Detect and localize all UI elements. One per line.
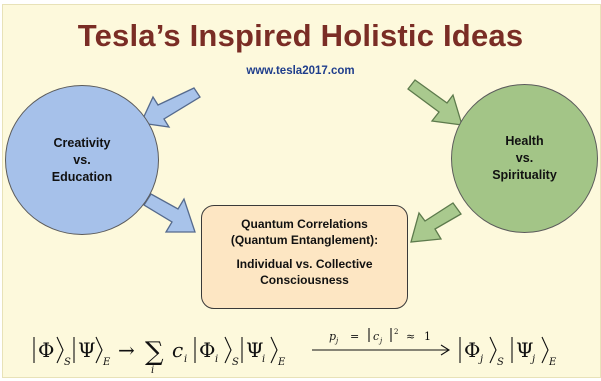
formula-phi-1: Φ xyxy=(38,338,54,362)
formula-ket-strokes xyxy=(33,328,549,364)
formula-equals: = xyxy=(350,330,359,343)
website-url: www.tesla2017.com xyxy=(246,65,355,77)
formula-sub-e-1: E xyxy=(102,357,111,368)
center-box-line2: (Quantum Entanglement): xyxy=(230,233,379,247)
formula-prob-c-sub-j: j xyxy=(378,337,383,345)
center-box-line3: Individual vs. Collective xyxy=(236,257,373,271)
formula-psi-3: Ψ xyxy=(516,338,534,362)
formula-approx: ≈ xyxy=(406,330,415,343)
formula-psi-1: Ψ xyxy=(78,338,96,362)
arrow-icon-top-left xyxy=(140,87,201,128)
formula-phi-3-sub-j: j xyxy=(478,354,483,365)
center-box-line1: Quantum Correlations xyxy=(241,217,368,231)
formula-phi-2-sub-i: i xyxy=(215,354,218,365)
formula-one: 1 xyxy=(424,330,431,343)
formula-sub-s-3: S xyxy=(497,357,504,368)
formula-psi-2: Ψ xyxy=(246,338,264,362)
formula-coef-c: c xyxy=(172,338,183,362)
formula-sub-e-2: E xyxy=(277,357,286,368)
formula-arrow: → xyxy=(118,338,135,362)
health-spirituality-circle: Health vs. Spirituality xyxy=(451,84,598,233)
formula-power: 2 xyxy=(394,328,398,336)
formula-prob-p: p xyxy=(329,330,336,343)
circle-left-line3: Education xyxy=(51,169,113,184)
creativity-education-circle: Creativity vs. Education xyxy=(5,85,159,235)
arrow-icon-bottom-right xyxy=(410,202,462,243)
formula-sub-s-1: S xyxy=(64,357,71,368)
formula-prob-sub-j: j xyxy=(334,337,339,345)
formula-sum: ∑ xyxy=(145,337,164,367)
formula-psi-2-sub-i: i xyxy=(262,354,265,365)
circle-right-line2: vs. xyxy=(515,151,534,165)
page-title: Tesla’s Inspired Holistic Ideas xyxy=(77,18,524,53)
circle-right-line1: Health xyxy=(505,134,544,148)
formula-phi-3: Φ xyxy=(464,338,480,362)
circle-left-line2: vs. xyxy=(73,152,91,167)
arrow-icon-top-right xyxy=(407,79,463,126)
quantum-correlations-box: Quantum Correlations (Quantum Entangleme… xyxy=(201,205,408,309)
circle-left-line1: Creativity xyxy=(53,135,111,150)
formula-phi-2: Φ xyxy=(199,338,215,362)
entanglement-formula: Φ S Ψ E → ∑ i c i Φ i S Ψ i E p j = c j … xyxy=(33,328,557,375)
arrow-icon-bottom-left xyxy=(143,193,196,233)
formula-prob-c: c xyxy=(373,330,379,343)
formula-psi-3-sub-j: j xyxy=(530,354,535,365)
formula-coef-sub-i: i xyxy=(184,354,187,365)
formula-sum-index: i xyxy=(151,365,154,375)
formula-sub-s-2: S xyxy=(232,357,239,368)
circle-right-line3: Spirituality xyxy=(492,168,557,182)
formula-sub-e-3: E xyxy=(548,357,557,368)
center-box-line4: Consciousness xyxy=(260,273,349,287)
